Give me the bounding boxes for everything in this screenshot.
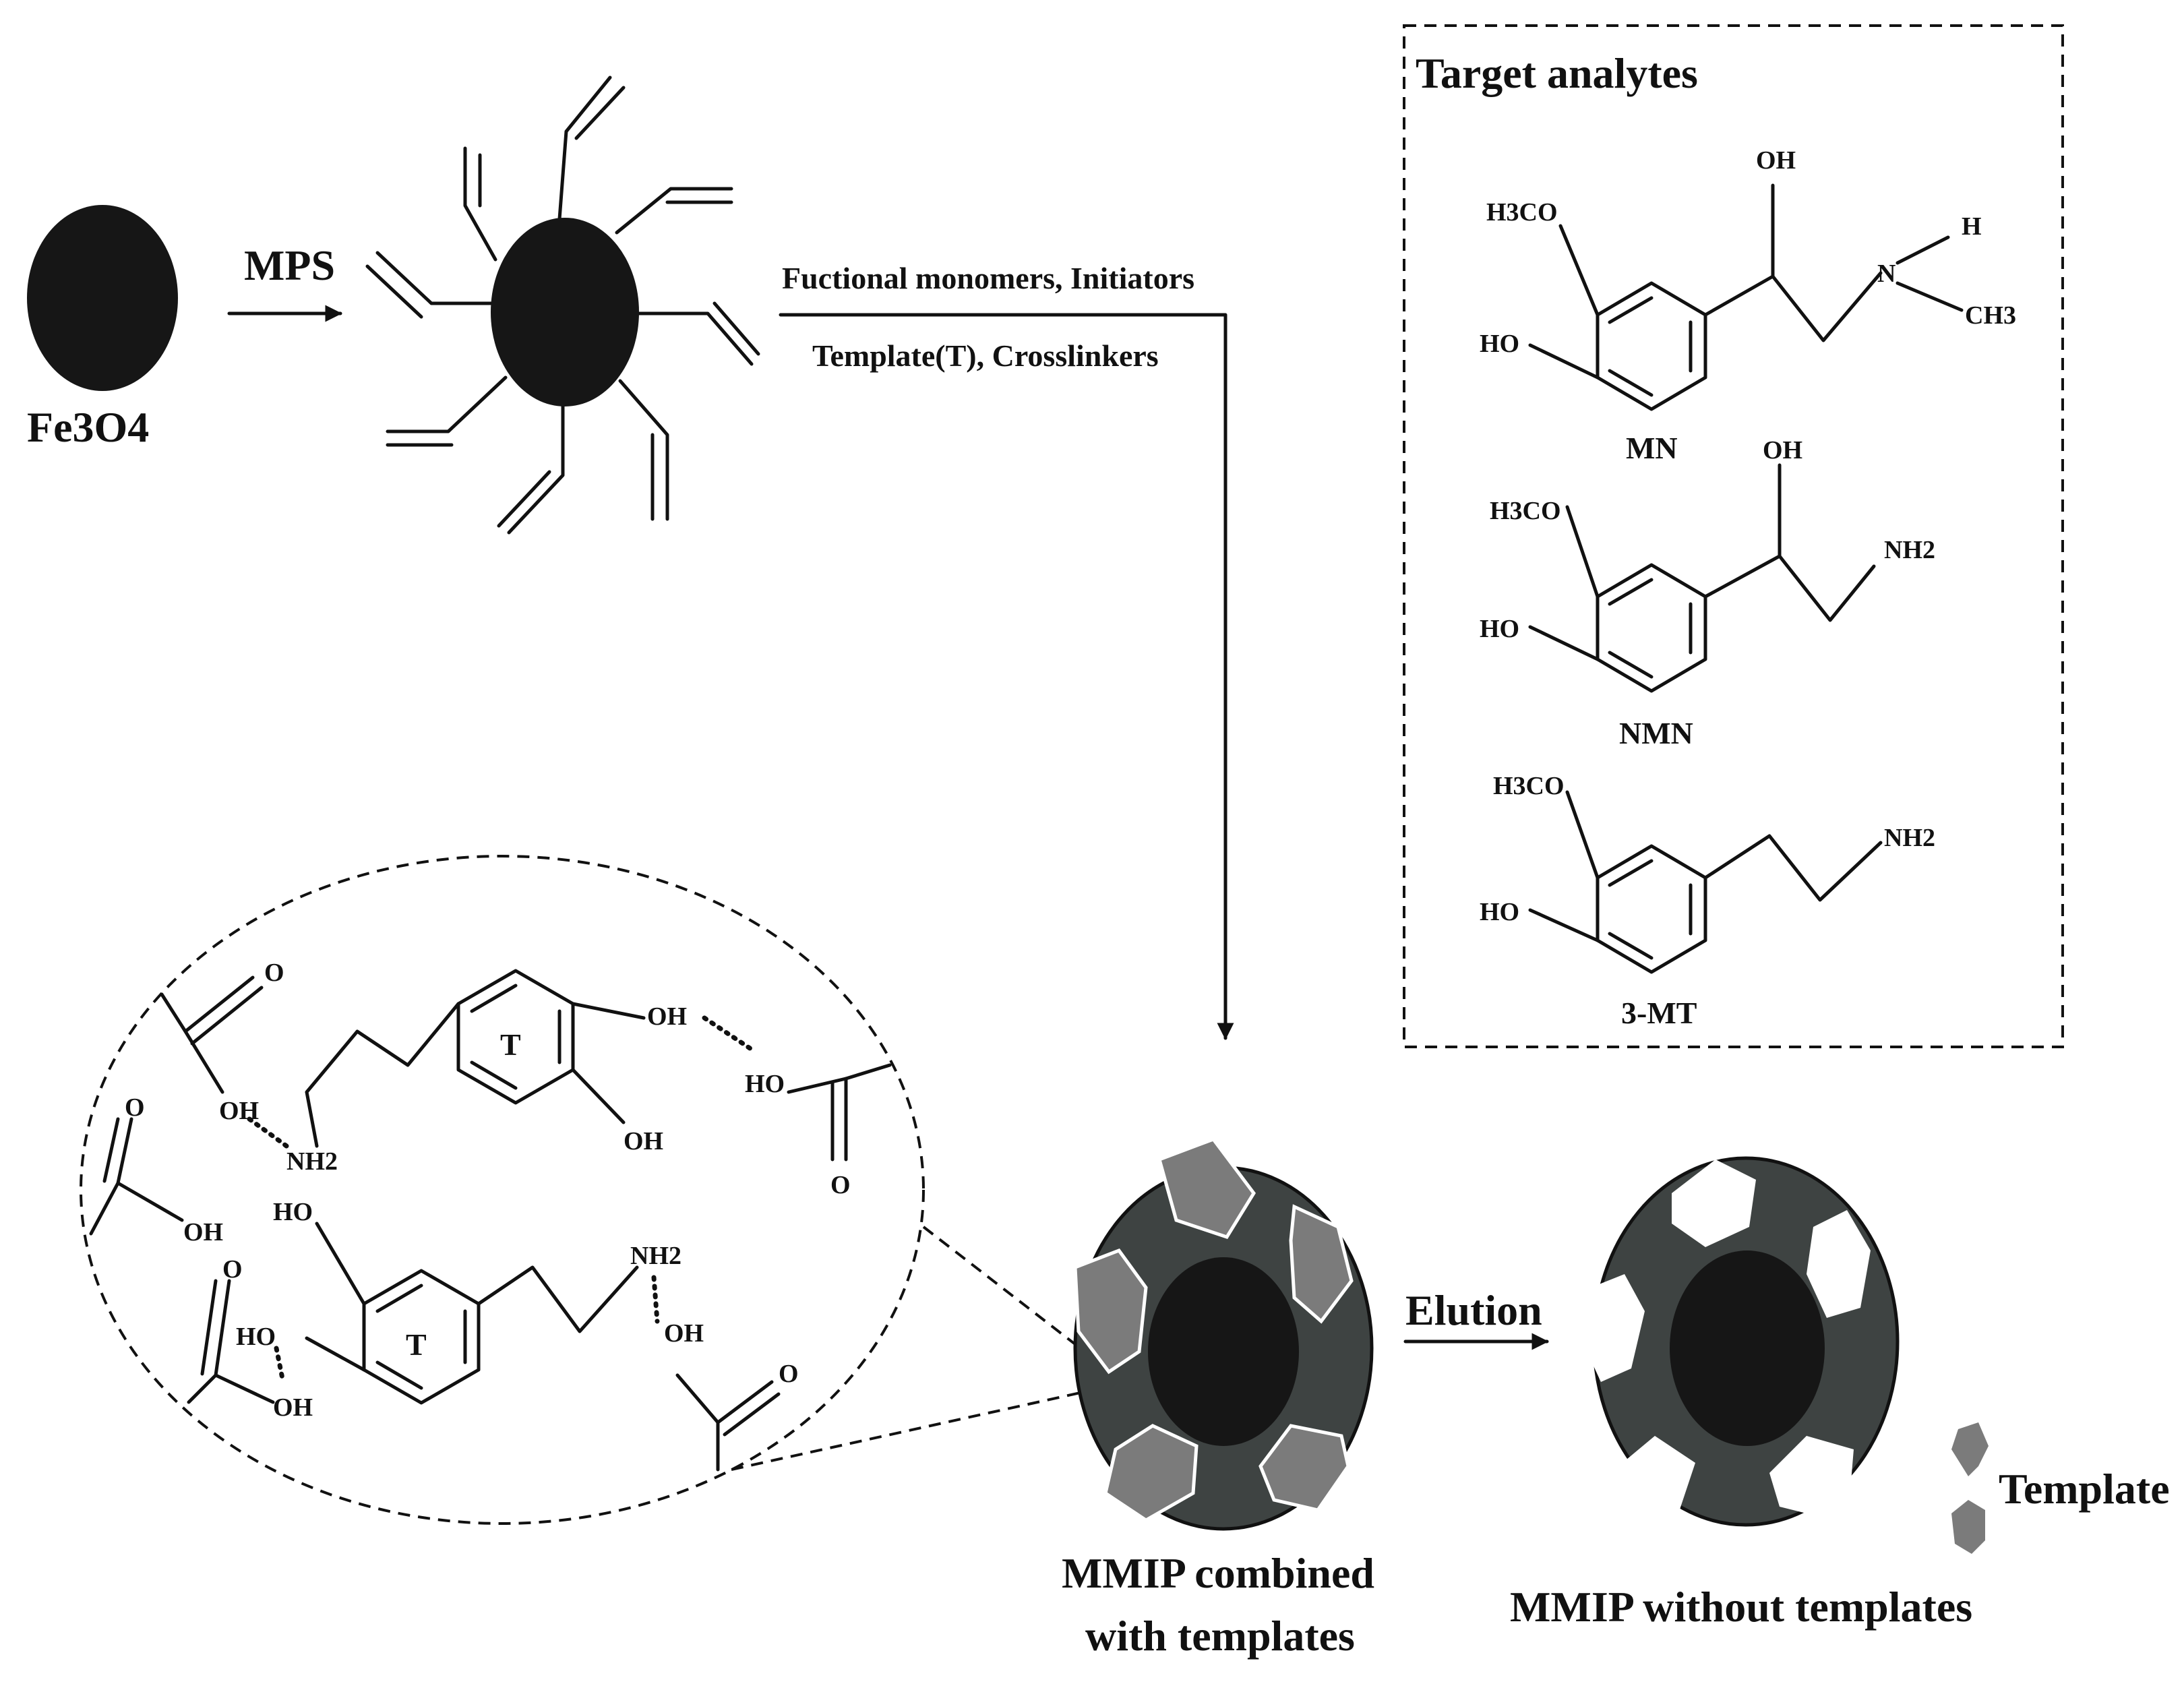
cavity: [1769, 1436, 1854, 1517]
template-molecule-upper: T OH OH NH2: [286, 969, 687, 1176]
svg-text:HO: HO: [1480, 615, 1519, 643]
svg-text:O: O: [830, 1171, 851, 1199]
reagents-line1: Fuctional monomers, Initiators: [782, 261, 1194, 295]
template-legend-label: Template: [1999, 1465, 2170, 1513]
cavity: [1608, 1436, 1695, 1530]
functional-monomers: O OH HO O O OH O OH OH O: [89, 959, 892, 1472]
svg-text:HO: HO: [236, 1323, 276, 1351]
fe3o4-label: Fe3O4: [27, 403, 149, 451]
svg-text:OH: OH: [1756, 146, 1796, 175]
svg-text:OH: OH: [647, 1002, 687, 1031]
bound-template: [1073, 1248, 1148, 1375]
bound-template: [1258, 1424, 1350, 1512]
zoom-ellipse: [80, 855, 1103, 1525]
svg-text:OH: OH: [273, 1393, 313, 1422]
mmip-combined-label-2: with templates: [1085, 1612, 1355, 1660]
svg-text:H3CO: H3CO: [1493, 772, 1565, 800]
analyte-3mt-name: 3-MT: [1621, 996, 1697, 1030]
svg-text:HO: HO: [273, 1198, 313, 1226]
svg-text:NH2: NH2: [286, 1147, 338, 1176]
fe3o4-core: [27, 205, 178, 391]
mmip-combined-particle: [1073, 1137, 1374, 1531]
bound-template: [1103, 1424, 1199, 1522]
svg-text:HO: HO: [1480, 898, 1519, 926]
bound-template: [1157, 1137, 1256, 1239]
target-analytes-box: [1403, 24, 2064, 1048]
svg-text:HO: HO: [745, 1070, 785, 1098]
svg-text:O: O: [222, 1255, 243, 1284]
mmip-combined-label-1: MMIP combined: [1062, 1549, 1374, 1597]
vinyl-modified-particle: [365, 76, 760, 535]
analyte-mn-name: MN: [1626, 431, 1678, 465]
svg-text:CH3: CH3: [1965, 301, 2016, 330]
legend-template-icon: [1951, 1422, 1989, 1476]
svg-text:O: O: [779, 1360, 799, 1388]
svg-text:OH: OH: [183, 1218, 223, 1246]
template-legend: [1951, 1422, 1989, 1554]
svg-text:O: O: [264, 959, 284, 987]
svg-text:T: T: [500, 1027, 521, 1062]
template-molecule-lower: T HO HO NH2: [236, 1198, 681, 1405]
analyte-3mt: H3CO HO NH2 3-MT: [1480, 772, 1935, 1030]
bound-template: [1289, 1204, 1354, 1324]
legend-template-icon: [1951, 1500, 1985, 1554]
cavity: [1807, 1210, 1871, 1318]
svg-text:HO: HO: [1480, 330, 1519, 358]
svg-text:H: H: [1962, 212, 1982, 241]
vinyl-arms: [365, 76, 760, 535]
reagents-line2: Template(T), Crosslinkers: [812, 338, 1159, 373]
analyte-nmn-name: NMN: [1619, 716, 1693, 750]
svg-text:T: T: [406, 1327, 427, 1362]
svg-text:OH: OH: [664, 1319, 704, 1348]
svg-text:N: N: [1877, 260, 1895, 288]
cavity: [1581, 1274, 1645, 1382]
svg-text:NH2: NH2: [1884, 824, 1935, 852]
mmip-without-label: MMIP without templates: [1510, 1583, 1972, 1631]
hydrogen-bonds: [247, 1015, 758, 1385]
svg-text:H3CO: H3CO: [1490, 497, 1561, 525]
analyte-mn: H3CO HO OH N H CH3 MN: [1480, 146, 2016, 465]
mps-label: MPS: [244, 241, 335, 289]
svg-text:OH: OH: [624, 1127, 663, 1155]
cavity: [1672, 1159, 1756, 1247]
polymerization-arrow: [779, 313, 1234, 1040]
mmip-without-templates-particle: [1581, 1156, 1900, 1530]
svg-text:NH2: NH2: [1884, 536, 1935, 564]
target-analytes-title: Target analytes: [1416, 49, 1698, 97]
svg-text:O: O: [125, 1093, 145, 1122]
analyte-nmn: H3CO HO OH NH2 NMN: [1480, 436, 1935, 750]
elution-label: Elution: [1405, 1286, 1542, 1334]
svg-text:NH2: NH2: [630, 1242, 681, 1270]
svg-text:H3CO: H3CO: [1486, 198, 1558, 227]
svg-text:OH: OH: [1763, 436, 1802, 464]
